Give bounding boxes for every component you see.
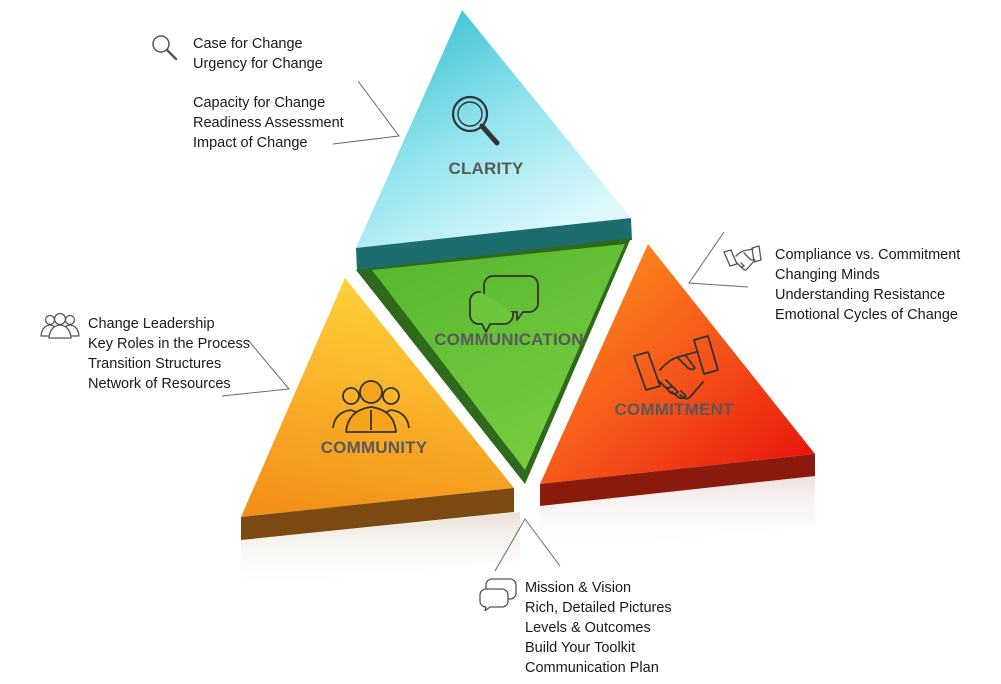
list-item: Capacity for Change <box>193 95 326 111</box>
clarity-label: CLARITY <box>448 159 524 178</box>
list-item: Levels & Outcomes <box>525 620 651 636</box>
list-item: Case for Change <box>193 36 303 52</box>
list-item: Build Your Toolkit <box>525 640 636 656</box>
list-item: Emotional Cycles of Change <box>775 307 958 323</box>
list-item: Mission & Vision <box>525 580 632 596</box>
community-leader <box>221 339 290 397</box>
list-item: Impact of Change <box>193 135 308 151</box>
magnifier-icon <box>451 95 500 146</box>
handshake-small-icon <box>723 245 762 271</box>
community-label: COMMUNITY <box>321 438 428 457</box>
list-item: Urgency for Change <box>193 56 323 72</box>
commitment-callout: Compliance vs. Commitment Changing Minds… <box>775 245 960 325</box>
clarity-segment: CLARITY <box>356 10 632 271</box>
list-item: Key Roles in the Process <box>88 336 250 352</box>
list-item: Rich, Detailed Pictures <box>525 600 672 616</box>
search-icon <box>152 35 178 61</box>
communication-leader <box>494 518 561 572</box>
communication-label: COMMUNICATION <box>434 330 584 349</box>
list-item: Communication Plan <box>525 660 659 676</box>
communication-callout: Mission & Vision Rich, Detailed Pictures… <box>525 578 672 678</box>
list-item: Readiness Assessment <box>193 115 344 131</box>
communication-segment: COMMUNICATION <box>356 238 631 484</box>
community-callout: Change Leadership Key Roles in the Proce… <box>88 314 250 394</box>
clarity-callout-bottom: Capacity for Change Readiness Assessment… <box>193 93 344 153</box>
people-small-icon <box>40 312 80 339</box>
commitment-reflection <box>540 470 815 555</box>
commitment-leader <box>688 231 749 288</box>
commitment-segment: COMMITMENT <box>540 244 815 506</box>
clarity-leader <box>332 80 400 145</box>
community-segment: COMMUNITY <box>241 278 514 540</box>
list-item: Transition Structures <box>88 356 222 372</box>
list-item: Network of Resources <box>88 376 231 392</box>
people-icon <box>332 380 410 433</box>
community-reflection <box>241 512 520 590</box>
speech-bubbles-small-icon <box>479 578 517 611</box>
speech-bubbles-icon <box>469 275 539 333</box>
list-item: Compliance vs. Commitment <box>775 247 961 263</box>
leader-lines <box>221 80 749 572</box>
commitment-label: COMMITMENT <box>614 400 734 419</box>
list-item: Change Leadership <box>88 316 215 332</box>
list-item: Understanding Resistance <box>775 287 946 303</box>
list-item: Changing Minds <box>775 267 880 283</box>
handshake-icon <box>633 335 719 400</box>
clarity-callout-top: Case for Change Urgency for Change <box>193 34 323 74</box>
